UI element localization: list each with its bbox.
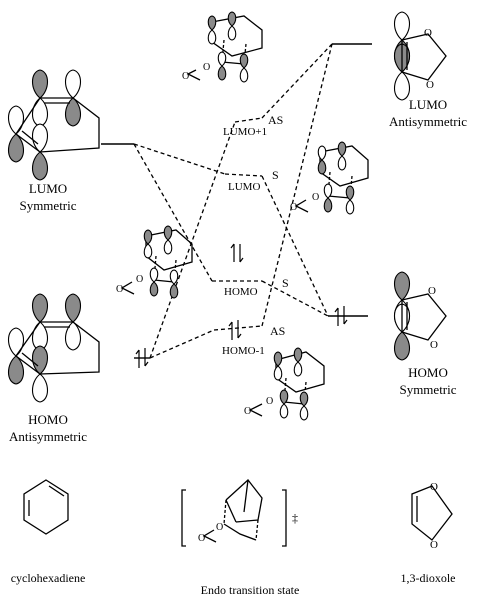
left-lumo-symmetry: Symmetric (19, 198, 76, 213)
ts-homo-electrons (230, 243, 244, 263)
dioxole-oxygen-top: O (430, 481, 438, 493)
right-homo-label: HOMO (408, 365, 448, 380)
endo-ts-name: Endo transition state (201, 583, 300, 597)
right-lumo-label: LUMO (409, 97, 447, 112)
dioxole-lumo-oxygen-top: O (424, 27, 432, 39)
cyclohexadiene-homo-electrons (135, 348, 149, 368)
ts-lumo-level (224, 173, 263, 177)
ts-lumo-orbital-sketch: O O (290, 141, 369, 215)
ts-homo-oxygen-a: O (136, 274, 143, 285)
ts-homo-symmetry: S (282, 276, 289, 290)
ts-structure-oxygen-a: O (216, 522, 223, 533)
corr-left-homo-ts-homo1 (149, 329, 215, 359)
corr-ts-lumo-right-homo (261, 175, 329, 317)
left-homo-label: HOMO (28, 412, 68, 427)
ts-lumo-label: LUMO (228, 181, 260, 193)
left-homo-symmetry: Antisymmetric (9, 429, 87, 444)
dioxole-lumo-orbital: O O (393, 11, 447, 101)
ts-lumo-symmetry: S (272, 168, 279, 182)
ts-homo-orbital-sketch: O O (116, 225, 193, 299)
dioxole-name: 1,3-dioxole (401, 571, 456, 585)
dioxole-structure: O O (411, 481, 453, 551)
cyclohexadiene-homo-orbital (7, 293, 100, 403)
dioxole-homo-orbital: O O (393, 271, 447, 361)
dioxole-homo-oxygen-bottom: O (430, 339, 438, 351)
ts-lumo-oxygen-a: O (312, 192, 319, 203)
right-lumo-symmetry: Antisymmetric (389, 114, 467, 129)
ts-homo1-orbital-sketch: O O (244, 347, 325, 421)
ts-homo1-oxygen-a: O (266, 396, 273, 407)
ts-lumo1-label: LUMO+1 (223, 126, 267, 138)
ts-lumo1-oxygen-a: O (203, 62, 210, 73)
cyclohexadiene-lumo-orbital (7, 69, 100, 181)
ts-homo-label: HOMO (224, 286, 258, 298)
dioxole-oxygen-bottom: O (430, 539, 438, 551)
ts-structure-oxygen-b: O (198, 533, 205, 544)
ts-homo1-label: HOMO-1 (222, 345, 265, 357)
corr-ts-homo-right-homo (261, 280, 329, 317)
corr-left-lumo-ts-homo (133, 143, 213, 282)
ts-homo1-symmetry: AS (270, 324, 285, 338)
dioxole-lumo-oxygen-bottom: O (426, 79, 434, 91)
corr-ts-homo1-right-lumo (261, 43, 333, 327)
ts-homo1-electrons (228, 320, 242, 340)
ts-lumo-oxygen-b: O (290, 202, 297, 213)
cyclohexadiene-name: cyclohexadiene (11, 571, 86, 585)
corr-left-lumo-ts-lumo (133, 143, 226, 175)
corr-ts-lumo1-right-lumo (261, 43, 333, 119)
dioxole-homo-electrons (334, 306, 348, 326)
ts-double-dagger: ‡ (292, 511, 298, 525)
cyclohexadiene-structure (23, 479, 69, 535)
right-homo-symmetry: Symmetric (399, 382, 456, 397)
ts-lumo1-oxygen-b: O (182, 71, 189, 82)
endo-ts-structure: O O (181, 479, 287, 547)
ts-lumo1-orbital-sketch: O O (182, 11, 263, 83)
left-lumo-label: LUMO (29, 181, 67, 196)
ts-lumo1-symmetry: AS (268, 113, 283, 127)
ts-homo1-oxygen-b: O (244, 406, 251, 417)
ts-lumo1-level (234, 117, 263, 123)
corr-left-homo-ts-lumo1 (149, 121, 236, 359)
ts-homo-oxygen-b: O (116, 284, 123, 295)
dioxole-homo-oxygen-top: O (428, 285, 436, 297)
